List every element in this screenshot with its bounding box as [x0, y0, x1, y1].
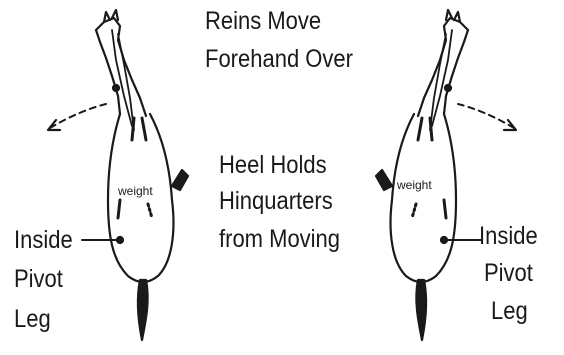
heel-caption-line1: Heel Holds — [219, 150, 327, 180]
left-pivot-line1: Inside — [14, 225, 73, 255]
heel-caption-line2: Hinquarters — [219, 186, 333, 216]
left-horse-tail — [138, 280, 148, 340]
reins-caption-line2: Forehand Over — [205, 44, 353, 74]
right-pivot-line1: Inside — [479, 221, 538, 251]
right-horse — [376, 10, 516, 340]
left-pivot-line2: Pivot — [14, 264, 63, 294]
heel-caption-line3: from Moving — [219, 224, 340, 254]
right-pivot-line3: Leg — [491, 296, 528, 326]
left-weight-label: weight — [118, 184, 153, 198]
left-horse-head-neck — [96, 18, 146, 116]
reins-caption-line1: Reins Move — [205, 6, 321, 36]
right-weight-label: weight — [397, 178, 432, 192]
left-horse — [48, 10, 188, 340]
left-turn-arrow — [50, 104, 106, 128]
left-pivot-line3: Leg — [14, 304, 51, 334]
left-horse-body — [108, 114, 173, 282]
left-heel — [172, 170, 188, 190]
left-horse-reins — [112, 30, 134, 130]
right-pivot-line2: Pivot — [484, 258, 533, 288]
